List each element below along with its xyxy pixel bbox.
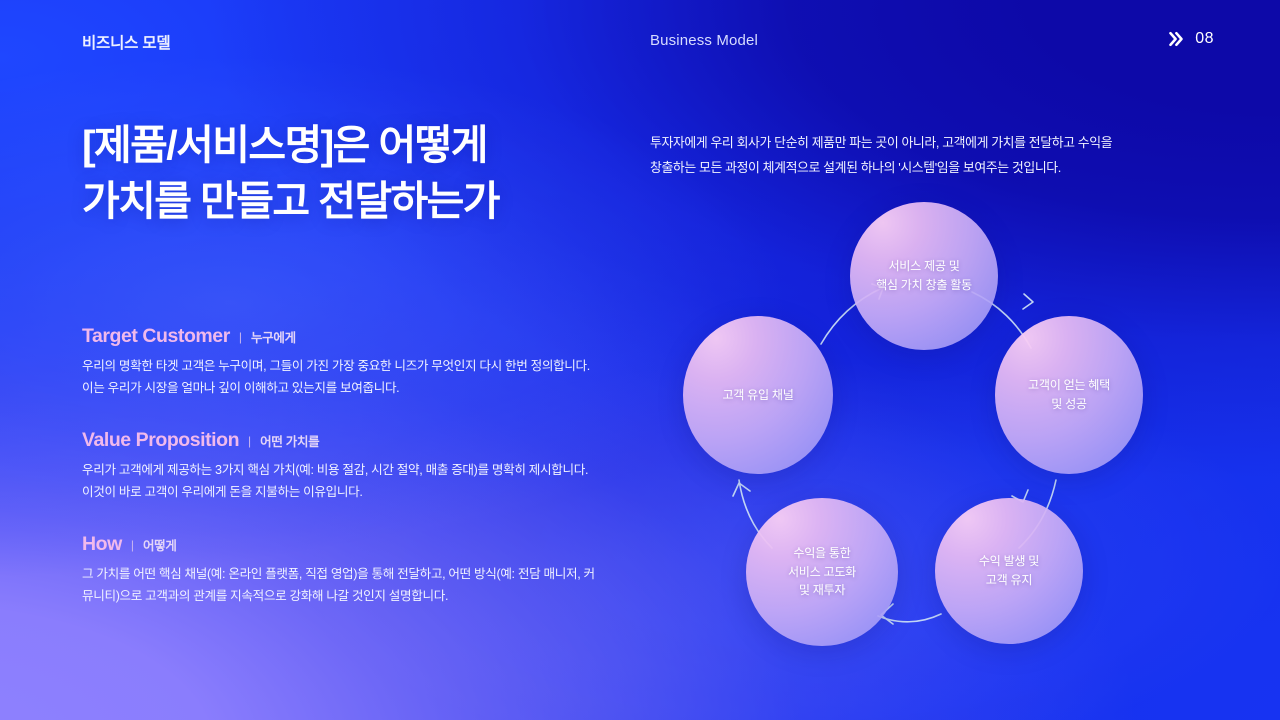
cycle-node-bottom-left[interactable]: 수익을 통한 서비스 고도화 및 재투자 xyxy=(746,498,898,646)
double-chevron-right-icon xyxy=(1168,30,1186,48)
cycle-node-label: 수익 발생 및 고객 유지 xyxy=(978,554,1040,587)
section-subtitle: 어떤 가치를 xyxy=(260,434,320,449)
header-title-korean: 비즈니스 모델 xyxy=(82,35,171,52)
section-title: Target Customer xyxy=(82,325,230,347)
section-title: How xyxy=(82,532,122,555)
cycle-node-bottom-right[interactable]: 수익 발생 및 고객 유지 xyxy=(935,498,1083,644)
section-body: 그 가치를 어떤 핵심 채널(예: 온라인 플랫폼, 직접 영업)을 통해 전달… xyxy=(82,566,595,604)
section-divider: | xyxy=(238,330,242,344)
section-value-proposition: Value Proposition | 어떤 가치를 우리가 고객에게 제공하는… xyxy=(82,429,607,504)
connector-bottomright-to-bottomleft xyxy=(877,613,942,623)
cycle-node-label: 서비스 제공 및 핵심 가치 창출 활동 xyxy=(876,259,972,292)
cycle-node-label: 수익을 통한 서비스 고도화 및 재투자 xyxy=(787,545,857,598)
section-divider: | xyxy=(130,537,134,552)
cycle-node-top[interactable]: 서비스 제공 및 핵심 가치 창출 활동 xyxy=(850,202,998,350)
arrowhead-top-to-right xyxy=(1022,293,1034,310)
section-how: How | 어떻게 그 가치를 어떤 핵심 채널(예: 온라인 플랫폼, 직접 … xyxy=(82,533,607,608)
section-subtitle: 누구에게 xyxy=(250,331,296,345)
cycle-diagram: 서비스 제공 및 핵심 가치 창출 활동 고객이 얻는 혜택 및 성공 수익 발… xyxy=(650,196,1190,676)
cycle-node-label: 고객이 얻는 혜택 및 성공 xyxy=(1028,378,1110,411)
page-number: 08 xyxy=(1195,30,1214,47)
section-body: 우리가 고객에게 제공하는 3가지 핵심 가치(예: 비용 절감, 시간 절약,… xyxy=(82,462,589,500)
page-title: [제품/서비스명]은 어떻게 가치를 만들고 전달하는가 xyxy=(82,122,501,224)
section-heading: Target Customer | 누구에게 xyxy=(82,325,607,348)
intro-paragraph: 투자자에게 우리 회사가 단순히 제품만 파는 곳이 아니라, 고객에게 가치를… xyxy=(650,135,1113,176)
cycle-node-right[interactable]: 고객이 얻는 혜택 및 성공 xyxy=(995,316,1143,474)
slide-header: 비즈니스 모델 Business Model 08 xyxy=(0,0,1280,84)
section-heading: Value Proposition | 어떤 가치를 xyxy=(82,429,607,452)
section-heading: How | 어떻게 xyxy=(82,533,607,556)
cycle-node-left[interactable]: 고객 유입 채널 xyxy=(683,316,833,474)
section-target-customer: Target Customer | 누구에게 우리의 명확한 타겟 고객은 누구… xyxy=(82,325,607,400)
headline-block: [제품/서비스명]은 어떻게 가치를 만들고 전달하는가 xyxy=(82,118,602,230)
section-list: Target Customer | 누구에게 우리의 명확한 타겟 고객은 누구… xyxy=(82,325,607,607)
page-indicator: 08 xyxy=(1168,30,1214,48)
arrowhead-bottomleft-to-left xyxy=(732,482,751,497)
section-subtitle: 어떻게 xyxy=(142,538,177,553)
section-divider: | xyxy=(248,433,252,448)
cycle-node-label: 고객 유입 채널 xyxy=(722,387,794,402)
intro-block: 투자자에게 우리 회사가 단순히 제품만 파는 곳이 아니라, 고객에게 가치를… xyxy=(650,130,1190,180)
header-title-english: Business Model xyxy=(650,32,758,49)
section-body: 우리의 명확한 타겟 고객은 누구이며, 그들이 가진 가장 중요한 니즈가 무… xyxy=(82,359,590,396)
section-title: Value Proposition xyxy=(82,428,240,451)
